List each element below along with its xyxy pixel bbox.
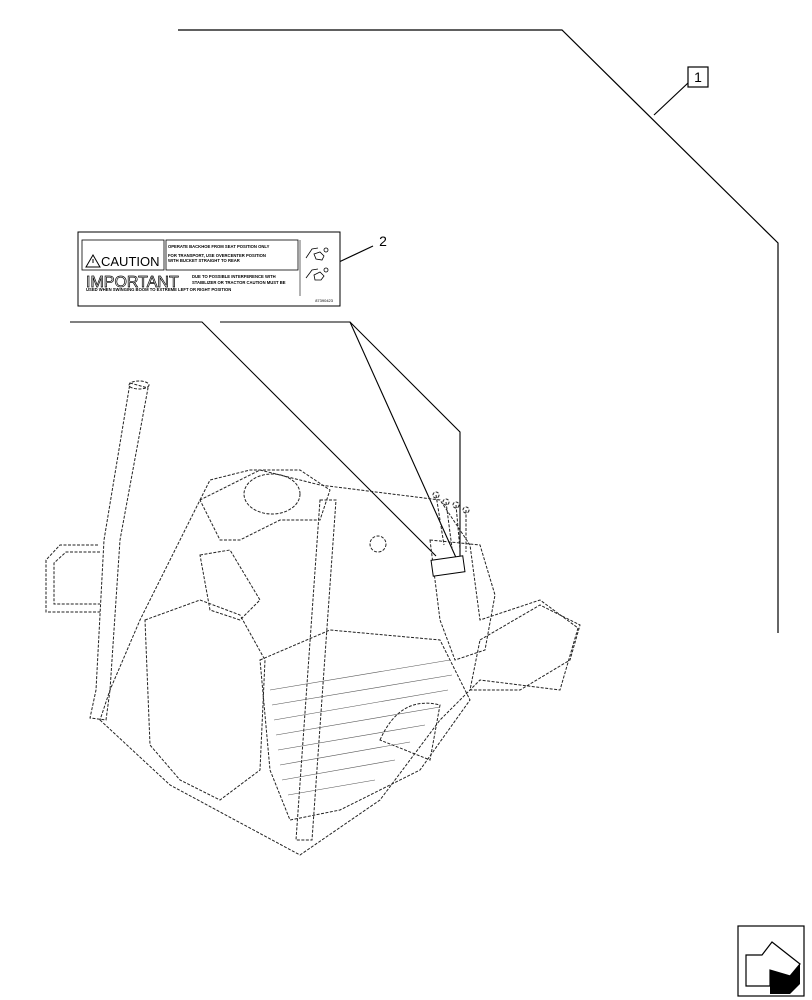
decal-location-marker: [430, 555, 466, 577]
important-line-1: DUE TO POSSIBLE INTERFERENCE WITH: [192, 274, 276, 279]
item1-callout: 1: [687, 66, 709, 88]
warning-triangle-icon: [85, 254, 101, 268]
tractor-platform-illustration: [45, 380, 581, 856]
safety-decal: CAUTION OPERATE BACKHOE FROM SEAT POSITI…: [77, 231, 341, 307]
item2-callout: 2: [338, 233, 387, 263]
item1-number: 1: [694, 69, 702, 85]
caution-title: CAUTION: [101, 254, 160, 269]
important-line-2: STABILIZER OR TRACTOR CAUTION MUST BE: [192, 280, 286, 285]
floor-mat-texture: [269, 659, 453, 796]
part-number: 87390423: [315, 298, 334, 303]
caution-line-2: FOR TRANSPORT, USE OVERCENTER POSITION: [168, 253, 266, 258]
caution-line-1: OPERATE BACKHOE FROM SEAT POSITION ONLY: [168, 244, 270, 249]
caution-line-3: WITH BUCKET STRAIGHT TO REAR: [168, 258, 240, 263]
decal-leader-lines: [70, 321, 461, 570]
item2-number: 2: [379, 233, 387, 249]
backhoe-pictogram-icon: [305, 247, 329, 281]
navigation-arrow-icon[interactable]: [737, 925, 805, 997]
important-title: IMPORTANT: [86, 274, 179, 291]
important-line-3: USED WHEN SWINGING BOOM TO EXTREME LEFT …: [86, 287, 231, 292]
item1-bracket: [178, 29, 779, 633]
